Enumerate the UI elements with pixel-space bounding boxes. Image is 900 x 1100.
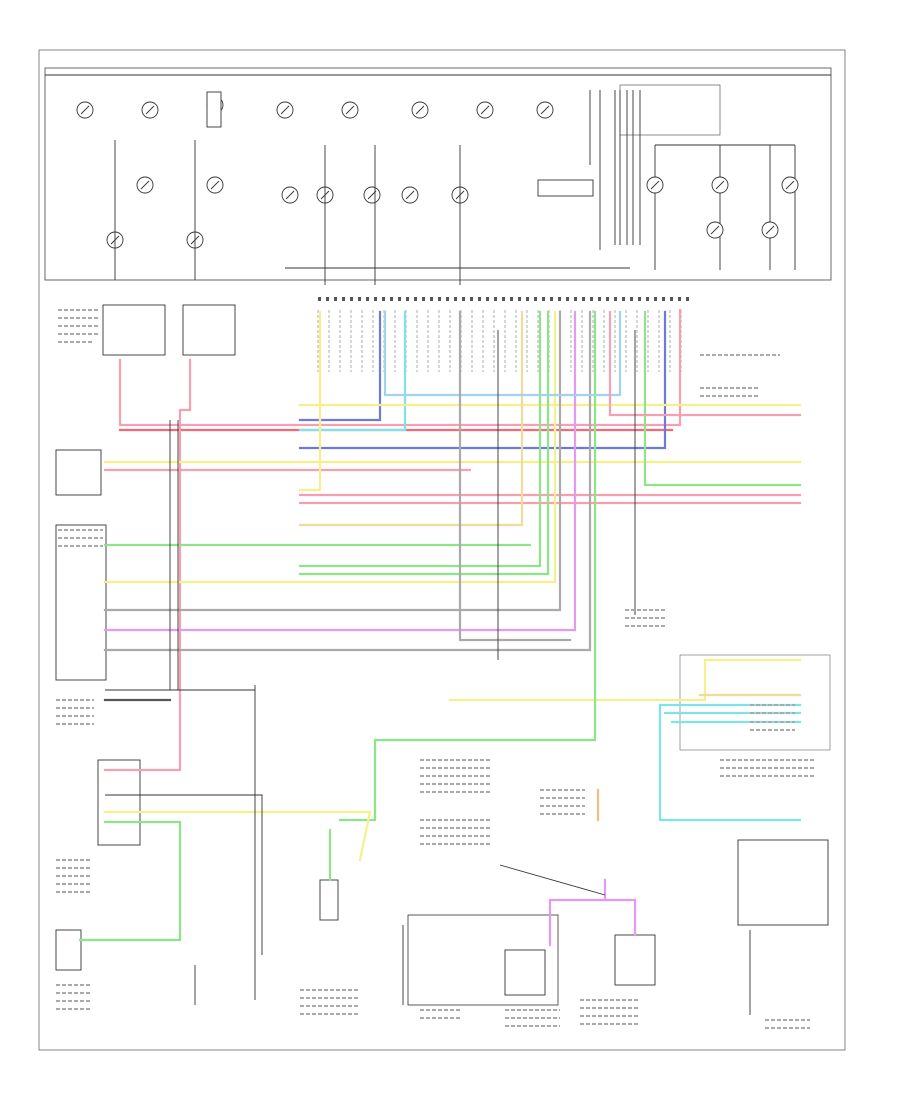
connector-pin [566,297,569,301]
connector-pin [390,297,393,301]
connector-pin [542,297,545,301]
wire-blue [298,310,382,422]
connector-pin [470,297,473,301]
wire-pink [608,310,802,417]
lower-sensor-box [55,929,82,971]
connector-pin [398,297,401,301]
connector-pin [342,297,345,301]
fuse-icon [206,91,222,128]
connector-pin [334,297,337,301]
wire-light-blue [383,310,622,397]
connector-pin [638,297,641,301]
connector-pin [462,297,465,301]
connector-pin [550,297,553,301]
wire-cyan [298,310,407,432]
connector-pin [366,297,369,301]
cluster-gauges [76,91,799,249]
component-labels [56,309,815,1029]
bottom-mid-box [407,914,559,1006]
connector-pin [686,297,689,301]
wire-gray [103,310,592,652]
wire-tan [298,310,524,527]
wire-gray [103,310,562,612]
connector-pin [654,297,657,301]
connector-pin [510,297,513,301]
connector-pin [526,297,529,301]
left-components [55,304,831,1006]
connector-pin [670,297,673,301]
wire-yellow [448,658,802,702]
wire-blue [298,310,667,450]
connector-pin [598,297,601,301]
connector-pin [590,297,593,301]
connector-pin [606,297,609,301]
wire-violet [603,878,637,937]
switch-box [55,524,107,681]
connector-pin [318,297,321,301]
wiring-harness [78,308,802,947]
right-switch-box [737,839,829,926]
connector-pin [326,297,329,301]
wire-gray [458,310,572,642]
left-module-box-2 [182,304,236,356]
instrument-cluster [44,67,832,281]
wire-yellow [103,310,557,584]
wire-light-green [338,310,597,822]
wire-light-green [298,310,550,576]
connector-pin [558,297,561,301]
connector-pin [358,297,361,301]
connector-pin [478,297,481,301]
tcm-box [97,759,141,846]
connector-pin [518,297,521,301]
wire-light-green [78,820,182,942]
connector-pin [406,297,409,301]
connector-pin [438,297,441,301]
wire-violet [103,310,577,632]
connector-pin [374,297,377,301]
connector-pin [502,297,505,301]
wire-light-green [298,310,542,568]
wire-yellow [298,310,322,492]
relay-box [55,449,102,496]
wire-pink [103,358,192,772]
wire-cyan [658,703,802,822]
connector-pin [574,297,577,301]
connector-pin [662,297,665,301]
connector-pin [582,297,585,301]
connector-pin [646,297,649,301]
connector-pin-row [317,297,689,372]
connector-pin [678,297,681,301]
connector-pin [534,297,537,301]
wire-pink [118,308,682,427]
left-module-box-1 [102,304,166,356]
connector-pin [630,297,633,301]
wire-violet [548,898,607,947]
connector-pin [414,297,417,301]
connector-pin [486,297,489,301]
connector-pin [446,297,449,301]
connector-pin [622,297,625,301]
wire-light-green [643,310,802,487]
relay-module [504,949,546,996]
right-upper-box [679,654,831,751]
diagram-border [38,49,846,1051]
connector-pin [350,297,353,301]
connector-pin [430,297,433,301]
wire-yellow [103,810,372,862]
connector-pin [382,297,385,301]
bottom-center-box [319,879,339,921]
black-wires [105,140,751,1015]
connector-pin [614,297,617,301]
connector-pin [422,297,425,301]
connector-pin [454,297,457,301]
elect-module-box [614,934,656,986]
connector-pin [494,297,497,301]
